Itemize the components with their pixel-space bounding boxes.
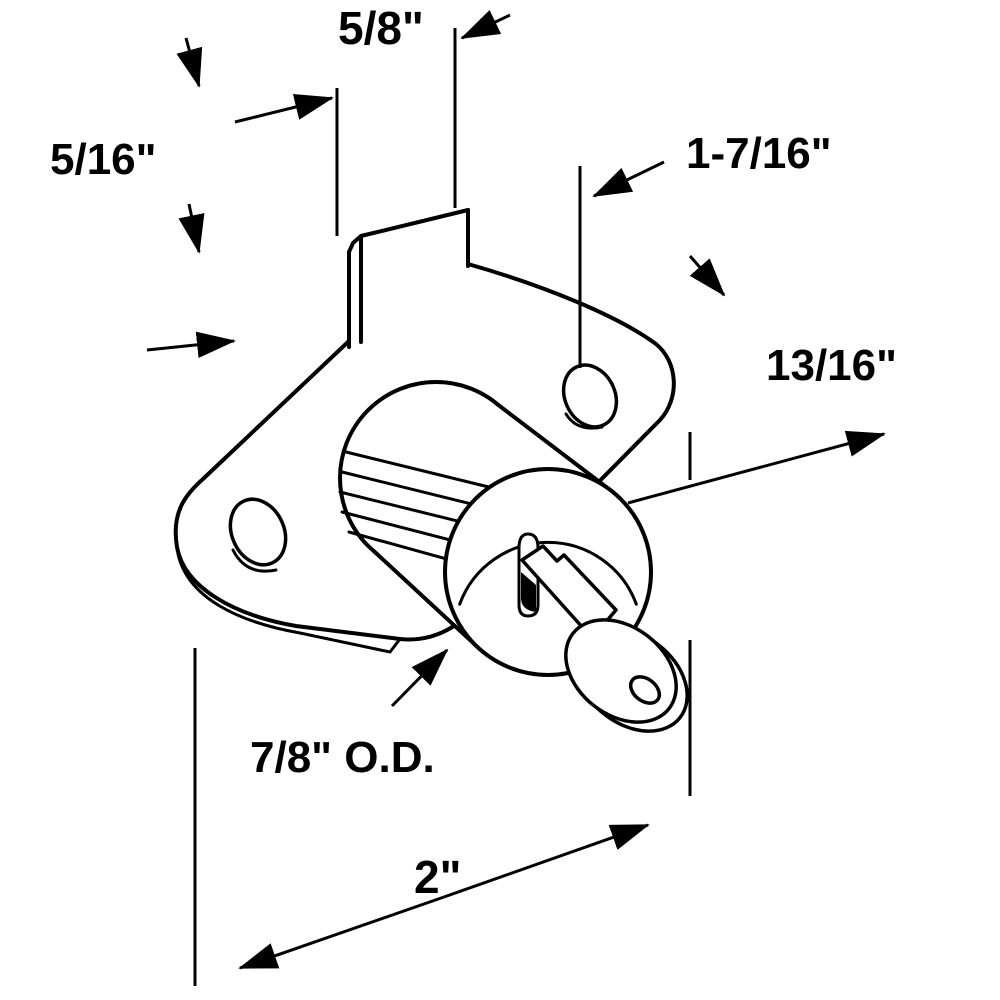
dimension-graphics: 5/8" 5/16" 1-7/16" 13/16" 7/8" O.D. 2" [50,2,897,986]
cam-tab [349,210,468,352]
arrow-body-depth [627,430,886,505]
arrow-tab-right [460,10,511,40]
screw-hole-right [561,363,619,429]
arrow-offset-upper [176,37,203,88]
screw-hole-left-counterbore [231,548,278,573]
dim-label-hole-spacing: 1-7/16" [686,129,832,178]
cylinder-face-chamfer-arc [458,541,638,606]
screw-hole-left [228,497,288,567]
arrow-hole-diagonal [688,255,726,297]
arrow-hole-leader [592,160,665,198]
key-bow-hole [628,675,662,705]
arrow-offset-right [146,331,236,359]
dim-label-tab-width: 5/8" [338,2,424,54]
cam-tab-top-edge [347,208,470,254]
screw-hole-right-counterbore [564,412,604,430]
dim-label-outer-diameter: 7/8" O.D. [250,733,435,782]
keyway-shadow [521,572,536,612]
dim-label-body-depth: 13/16" [766,341,897,390]
arrow-overall-right [443,823,650,899]
arrow-offset-lower [178,203,205,254]
lock-illustration [173,208,689,733]
arrow-outer-diameter [390,648,449,708]
dim-label-tab-offset: 5/16" [50,135,157,184]
flange-thickness-edge [176,552,402,654]
dim-label-overall-width: 2" [414,851,461,903]
arrow-tab-left [234,94,334,124]
arrow-overall-left [238,895,445,970]
